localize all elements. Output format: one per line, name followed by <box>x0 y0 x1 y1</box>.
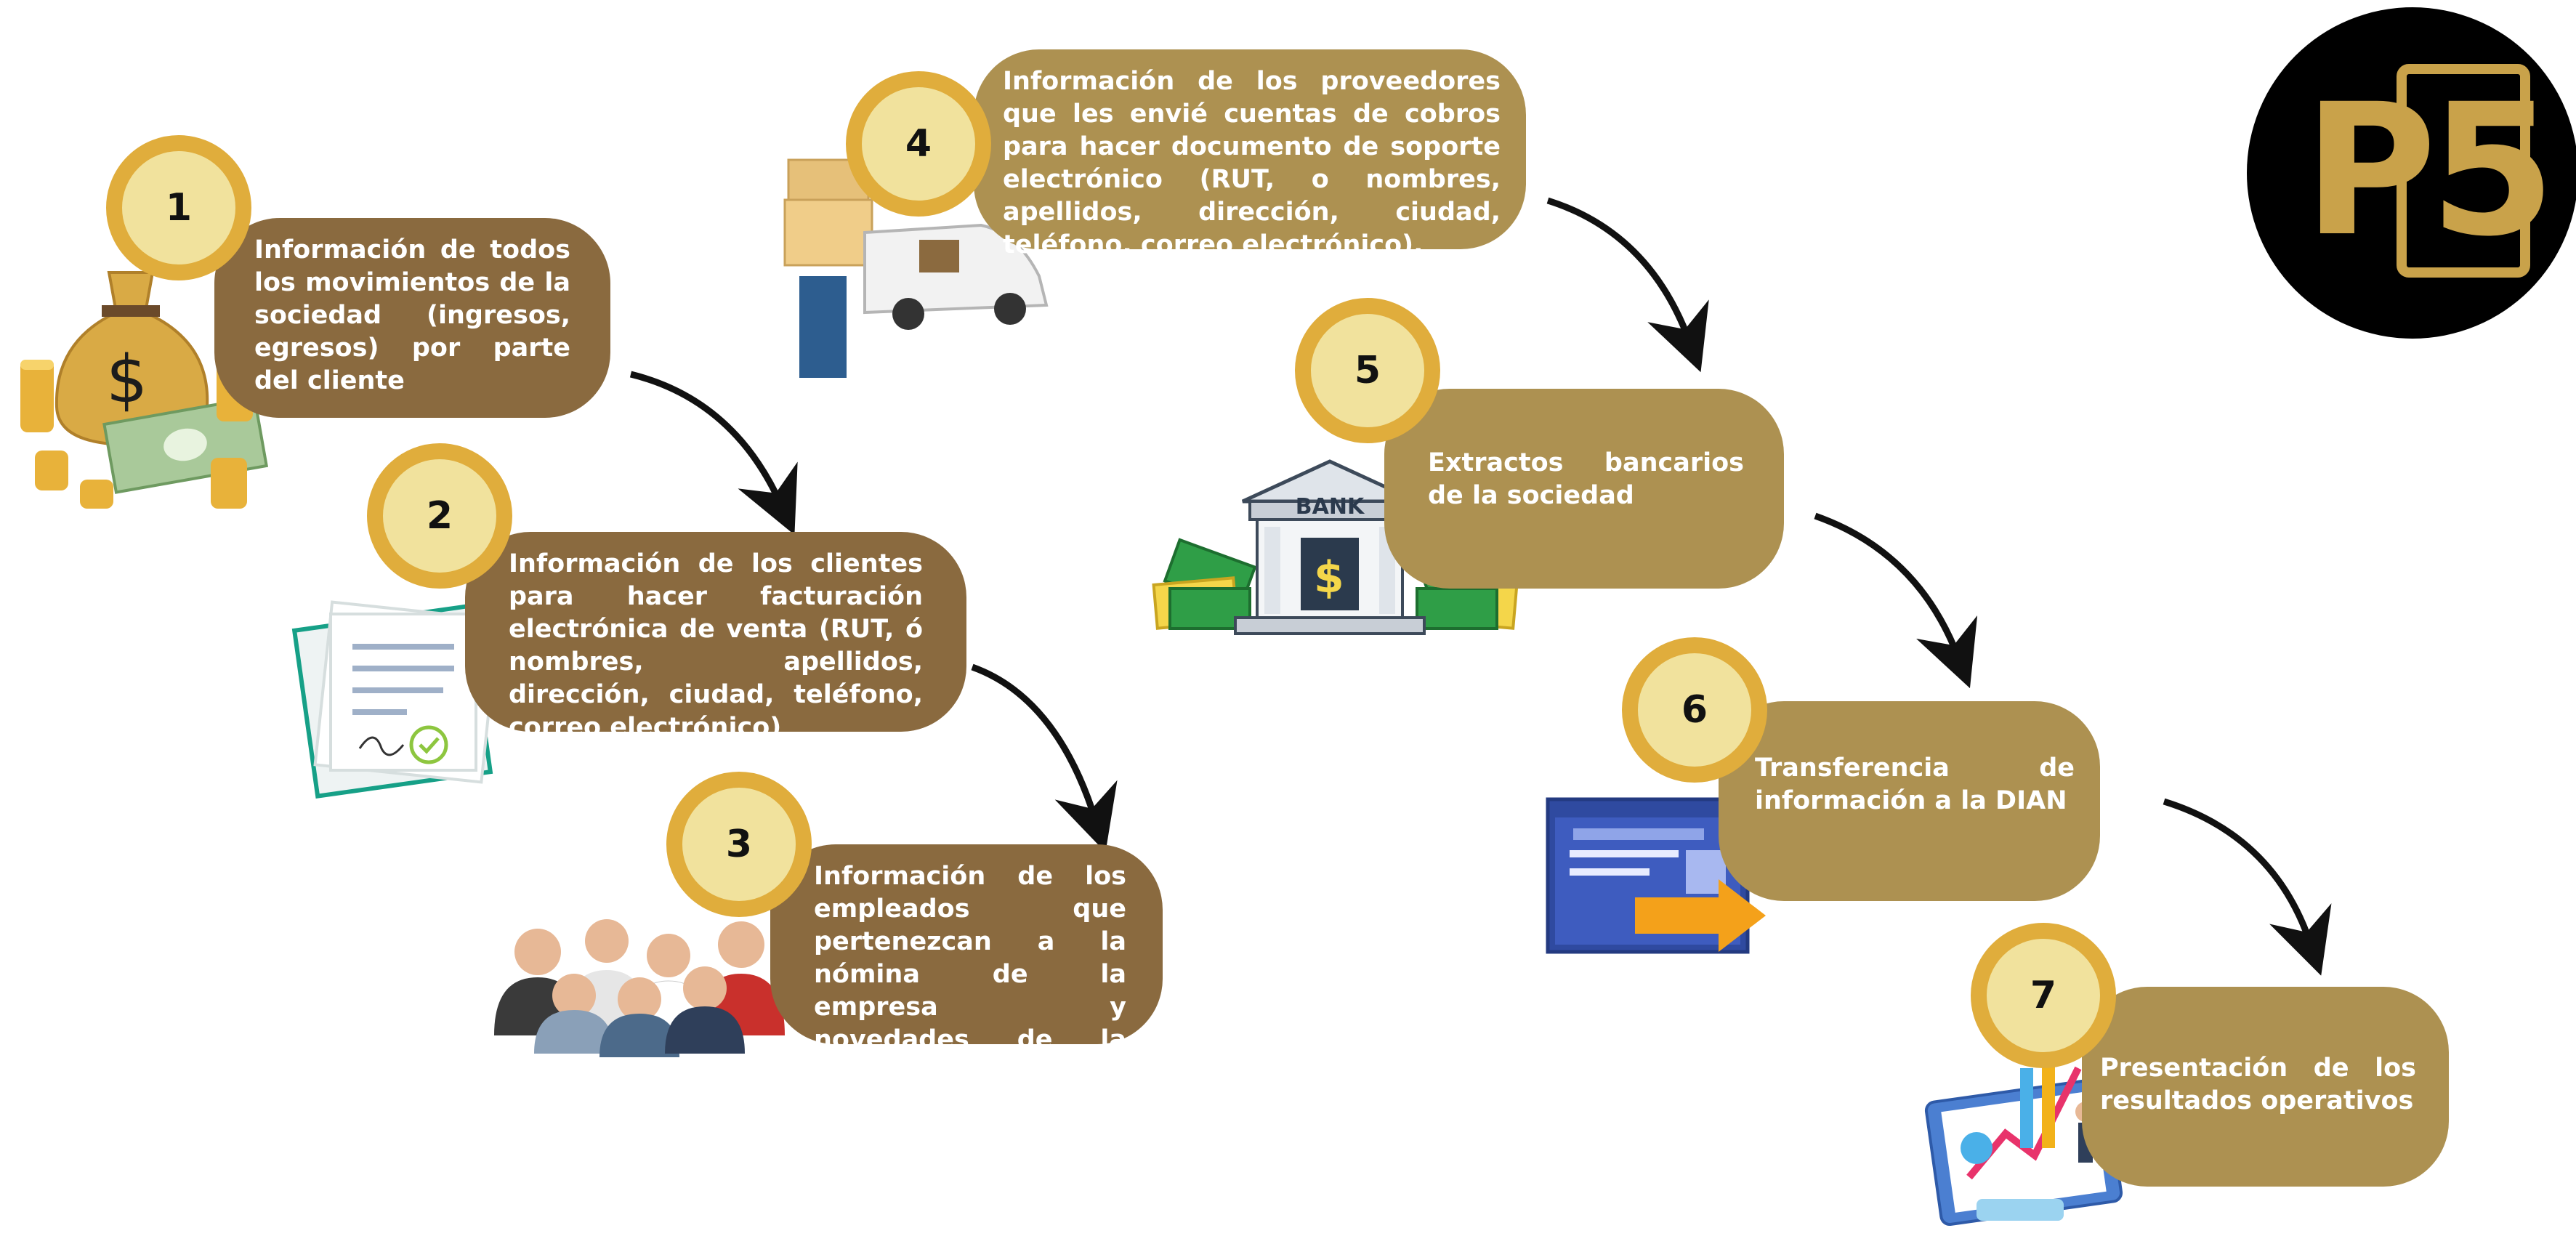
arrow-5-to-6 <box>1814 512 1978 689</box>
cash-left <box>1152 538 1257 630</box>
step-2-box: Información de los clientes para hacer f… <box>465 532 966 742</box>
step-3-text: Información de los empleados que pertene… <box>814 862 1126 1087</box>
bank-dollar-icon: $ <box>1314 552 1344 603</box>
van-door <box>919 240 959 272</box>
bag-tie <box>102 305 160 317</box>
step-7-text: Presentación de los resultados operativo… <box>2100 1054 2416 1115</box>
bank-door <box>1301 538 1359 610</box>
step-1-number: 1 <box>106 135 251 280</box>
step-2-number: 2 <box>367 443 512 589</box>
coin-stack-small <box>35 451 113 509</box>
step-5-text: Extractos bancarios de la sociedad <box>1428 448 1744 510</box>
step-1-box: Información de todos los movimientos de … <box>214 218 610 418</box>
step-4-box: Información de los proveedores que les e… <box>974 49 1526 259</box>
arrow-right-icon <box>1635 879 1766 952</box>
bank-sign-label: BANK <box>1295 494 1365 520</box>
step-4-text: Información de los proveedores que les e… <box>1003 67 1501 259</box>
step-3-number: 3 <box>666 772 812 917</box>
step-6-text: Transferencia de información a la DIAN <box>1755 754 2075 815</box>
arrow-2-to-3 <box>971 663 1118 852</box>
person-icon <box>665 966 745 1054</box>
person-icon <box>599 977 679 1057</box>
arrow-1-to-2 <box>629 371 798 536</box>
coin-stack-left <box>20 360 54 432</box>
person-icon <box>534 974 614 1054</box>
step-5-box: Extractos bancarios de la sociedad <box>1384 389 1784 589</box>
step-1-text: Información de todos los movimientos de … <box>254 235 570 395</box>
step-2-text: Información de los clientes para hacer f… <box>509 549 923 742</box>
step-4-number: 4 <box>846 71 991 217</box>
dollar-sign-icon: $ <box>106 342 148 418</box>
step-3-box: Información de los empleados que pertene… <box>770 844 1163 1087</box>
step-5-number: 5 <box>1295 298 1440 443</box>
arrow-6-to-7 <box>2163 798 2332 976</box>
step-6-box: Transferencia de información a la DIAN <box>1719 701 2100 901</box>
step-7-box: Presentación de los resultados operativo… <box>2082 987 2449 1187</box>
person-legs <box>799 276 847 378</box>
check-seal-icon <box>409 725 448 764</box>
p5-logo-text: P5 <box>2304 65 2556 276</box>
step-7-number: 7 <box>1971 923 2116 1068</box>
step-6-number: 6 <box>1622 637 1767 783</box>
arrow-4-to-5 <box>1546 197 1709 373</box>
